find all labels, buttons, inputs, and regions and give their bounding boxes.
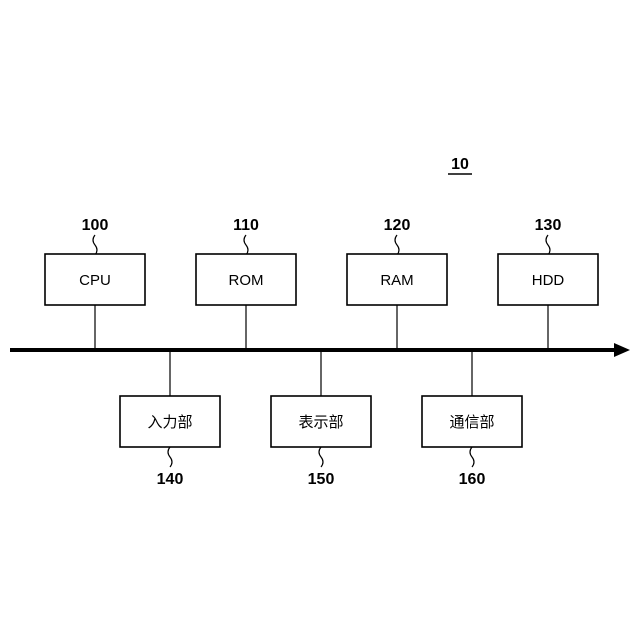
component-label: RAM [380, 272, 413, 289]
bus-arrowhead [614, 343, 630, 357]
system-ref-number: 10 [451, 156, 469, 173]
component-ram: 120 RAM [347, 217, 447, 350]
component-ref-number: 110 [233, 217, 259, 234]
component-label: 通信部 [449, 414, 494, 431]
ref-leader-line [470, 447, 474, 467]
component-ref-number: 120 [384, 217, 411, 234]
component-ref-number: 100 [82, 217, 109, 234]
component-ref-number: 140 [157, 471, 184, 488]
ref-leader-line [93, 235, 97, 255]
ref-leader-line [395, 235, 399, 255]
component-input-unit: 入力部 140 [120, 350, 220, 488]
system-bus [10, 343, 630, 357]
ref-leader-line [546, 235, 550, 255]
component-display-unit: 表示部 150 [271, 350, 371, 488]
component-ref-number: 160 [459, 471, 486, 488]
component-ref-number: 130 [535, 217, 562, 234]
component-ref-number: 150 [308, 471, 335, 488]
system-ref: 10 [448, 156, 472, 174]
ref-leader-line [244, 235, 248, 255]
component-hdd: 130 HDD [498, 217, 598, 350]
component-communication-unit: 通信部 160 [422, 350, 522, 488]
ref-leader-line [319, 447, 323, 467]
component-label: HDD [532, 272, 565, 289]
component-cpu: 100 CPU [45, 217, 145, 350]
component-label: CPU [79, 272, 111, 289]
ref-leader-line [168, 447, 172, 467]
component-label: 入力部 [147, 414, 192, 431]
component-label: 表示部 [298, 414, 343, 431]
component-label: ROM [229, 272, 264, 289]
component-rom: 110 ROM [196, 217, 296, 350]
